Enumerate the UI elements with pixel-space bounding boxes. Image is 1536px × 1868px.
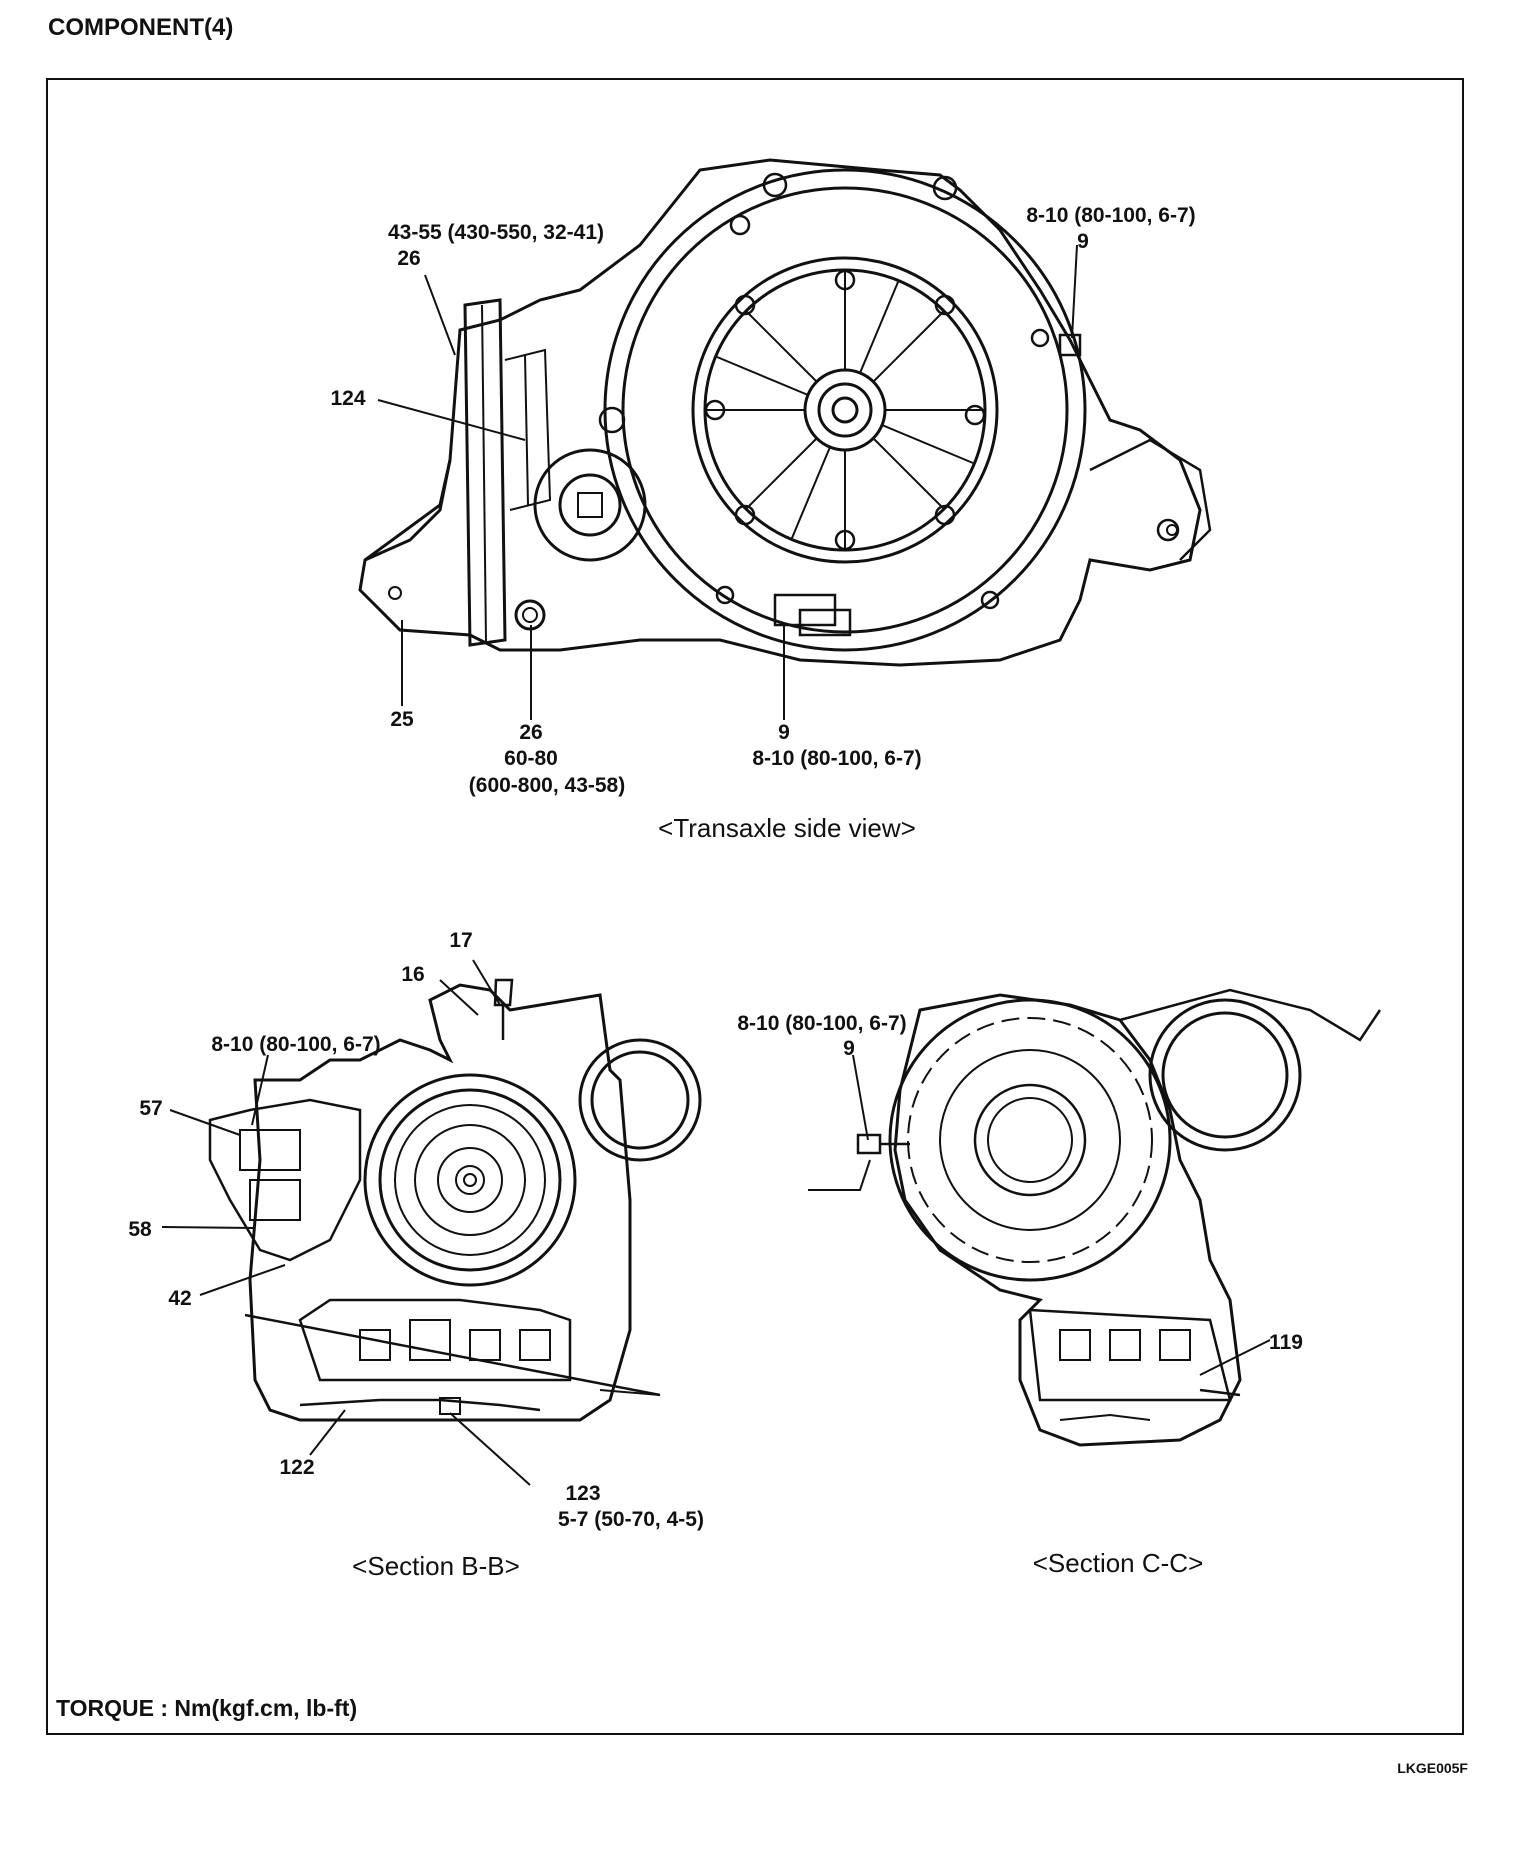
torque-label-57: 8-10 (80-100, 6-7) bbox=[211, 1033, 381, 1056]
part-label-25: 25 bbox=[390, 708, 414, 731]
part-label-123: 123 bbox=[565, 1482, 601, 1505]
torque-label-9-bottom: 8-10 (80-100, 6-7) bbox=[752, 747, 922, 770]
section-bb-drawing bbox=[208, 978, 702, 1422]
part-label-57: 57 bbox=[139, 1097, 163, 1120]
torque-units-note: TORQUE : Nm(kgf.cm, lb-ft) bbox=[56, 1695, 358, 1721]
torque-label-26-bottom-alt: (600-800, 43-58) bbox=[468, 774, 626, 797]
torque-label-9-cc: 8-10 (80-100, 6-7) bbox=[737, 1012, 907, 1035]
caption-section-bb: <Section B-B> bbox=[352, 1551, 520, 1581]
part-label-9-top: 9 bbox=[1077, 230, 1089, 253]
caption-section-cc: <Section C-C> bbox=[1032, 1548, 1204, 1578]
part-label-124: 124 bbox=[330, 387, 366, 410]
part-label-42: 42 bbox=[168, 1287, 192, 1310]
part-label-26-top: 26 bbox=[397, 247, 421, 270]
part-label-122: 122 bbox=[279, 1456, 315, 1479]
part-label-16: 16 bbox=[401, 963, 425, 986]
diagram-frame bbox=[46, 78, 1464, 1735]
torque-label-26-top: 43-55 (430-550, 32-41) bbox=[388, 221, 604, 244]
figure-code: LKGE005F bbox=[1397, 1760, 1468, 1776]
part-label-9-bottom: 9 bbox=[778, 721, 790, 744]
page-title: COMPONENT(4) bbox=[48, 14, 234, 41]
section-cc-drawing bbox=[808, 988, 1382, 1447]
part-label-9-cc: 9 bbox=[843, 1037, 855, 1060]
part-label-26-bottom: 26 bbox=[519, 721, 543, 744]
torque-label-9-top: 8-10 (80-100, 6-7) bbox=[1026, 204, 1196, 227]
part-label-17: 17 bbox=[449, 929, 473, 952]
part-label-58: 58 bbox=[128, 1218, 152, 1241]
caption-transaxle-side-view: <Transaxle side view> bbox=[658, 813, 916, 843]
torque-label-26-bottom-nm: 60-80 bbox=[504, 747, 558, 770]
part-label-119: 119 bbox=[1269, 1331, 1303, 1354]
transaxle-side-view-drawing bbox=[358, 158, 1212, 667]
leader-lines bbox=[161, 244, 1271, 1486]
torque-label-123: 5-7 (50-70, 4-5) bbox=[558, 1508, 704, 1531]
